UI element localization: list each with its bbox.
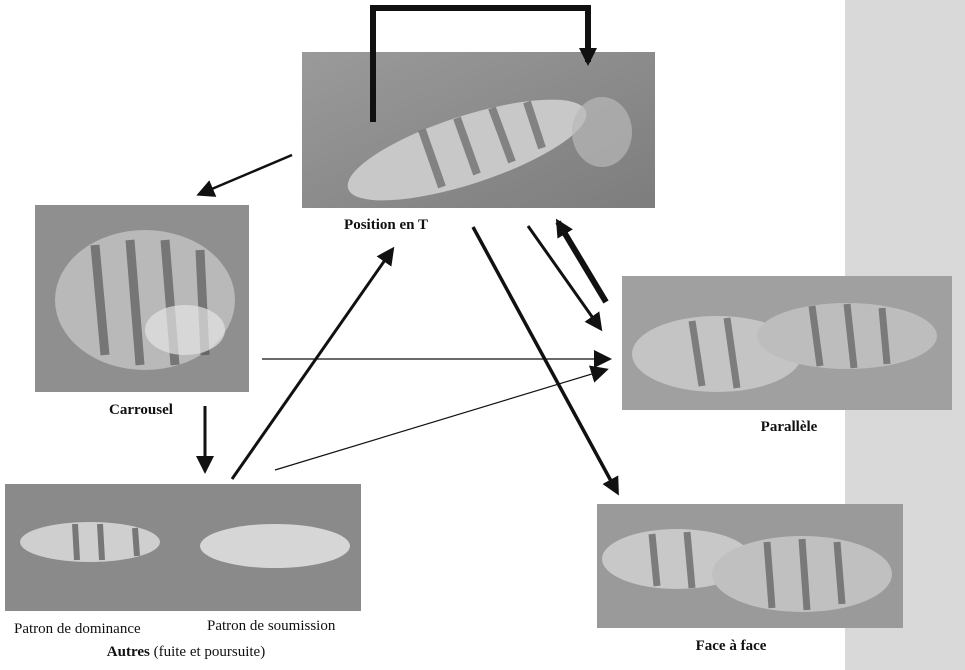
arrow-t-self-loop	[373, 8, 588, 122]
arrow-autres-to-parallele	[275, 370, 605, 470]
arrow-parallele-to-t	[558, 222, 606, 302]
arrow-autres-to-t	[232, 250, 392, 479]
arrow-t-to-carrousel	[200, 155, 292, 194]
